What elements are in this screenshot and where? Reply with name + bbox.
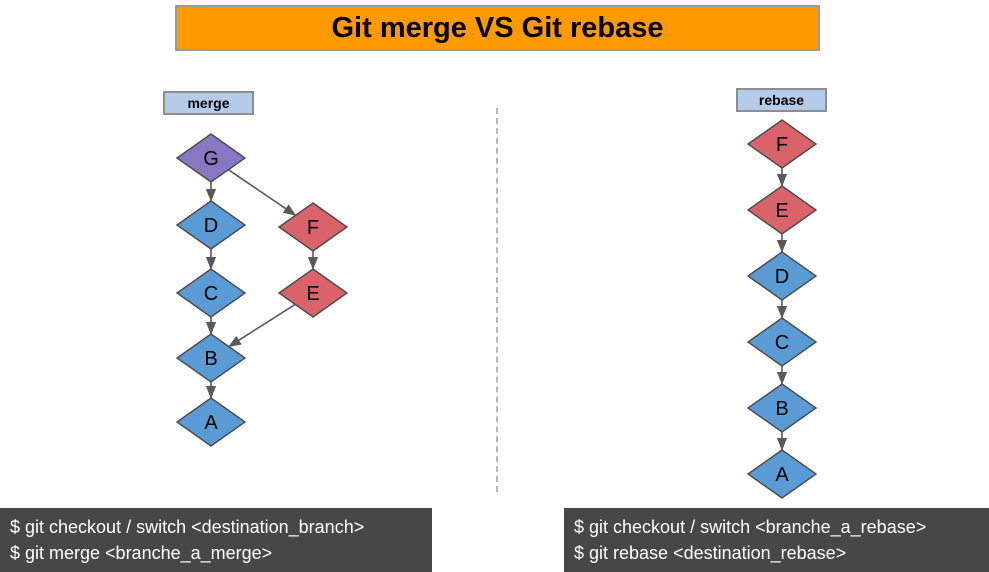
commit-node-shape [746, 317, 818, 367]
panel-divider [496, 108, 498, 492]
commit-node-label: C [204, 283, 218, 305]
commit-node-label: D [204, 215, 218, 237]
commit-node-label: F [776, 134, 788, 156]
commit-node-shape [746, 449, 818, 499]
commit-node-rebase-E: E [746, 185, 818, 235]
commit-node-shape [746, 383, 818, 433]
commit-node-label: B [204, 348, 217, 370]
branch-chip-rebase: rebase [736, 88, 827, 112]
commit-node-label: A [204, 412, 218, 434]
commit-node-shape [746, 119, 818, 169]
commit-node-label: E [306, 283, 319, 305]
commit-node-label: B [775, 398, 788, 420]
commit-node-rebase-F: F [746, 119, 818, 169]
commit-node-shape [175, 397, 247, 447]
merge-command-line-1: $ git checkout / switch <destination_bra… [10, 517, 365, 537]
merge-command-box: $ git checkout / switch <destination_bra… [0, 508, 432, 572]
commit-node-label: D [775, 266, 789, 288]
commit-node-merge-C: C [175, 268, 247, 318]
graph-edge-merge-E-B [228, 303, 296, 348]
graph-edge-merge-G-F [227, 169, 297, 216]
commit-node-label: F [307, 217, 319, 239]
commit-node-merge-F: F [277, 202, 349, 252]
page-title: Git merge VS Git rebase [331, 11, 664, 44]
commit-node-label: C [775, 332, 789, 354]
commit-node-merge-G: G [175, 133, 247, 183]
merge-command-line-2: $ git merge <branche_a_merge> [10, 543, 273, 563]
commit-node-rebase-A: A [746, 449, 818, 499]
commit-node-shape [175, 133, 247, 183]
commit-node-rebase-C: C [746, 317, 818, 367]
commit-node-merge-B: B [175, 333, 247, 383]
commit-node-label: A [775, 464, 789, 486]
commit-node-merge-A: A [175, 397, 247, 447]
commit-node-shape [277, 268, 349, 318]
commit-node-merge-D: D [175, 200, 247, 250]
commit-node-rebase-D: D [746, 251, 818, 301]
page-title-banner: Git merge VS Git rebase [175, 5, 820, 51]
commit-node-shape [175, 268, 247, 318]
branch-chip-merge: merge [163, 91, 254, 115]
commit-node-rebase-B: B [746, 383, 818, 433]
commit-node-shape [175, 333, 247, 383]
rebase-command-box: $ git checkout / switch <branche_a_rebas… [564, 508, 989, 572]
commit-node-shape [746, 185, 818, 235]
commit-node-shape [746, 251, 818, 301]
commit-node-label: G [203, 148, 219, 170]
commit-node-shape [175, 200, 247, 250]
rebase-command-line-2: $ git rebase <destination_rebase> [574, 543, 847, 563]
rebase-command-line-1: $ git checkout / switch <branche_a_rebas… [574, 517, 927, 537]
commit-node-merge-E: E [277, 268, 349, 318]
commit-node-shape [277, 202, 349, 252]
commit-node-label: E [775, 200, 788, 222]
